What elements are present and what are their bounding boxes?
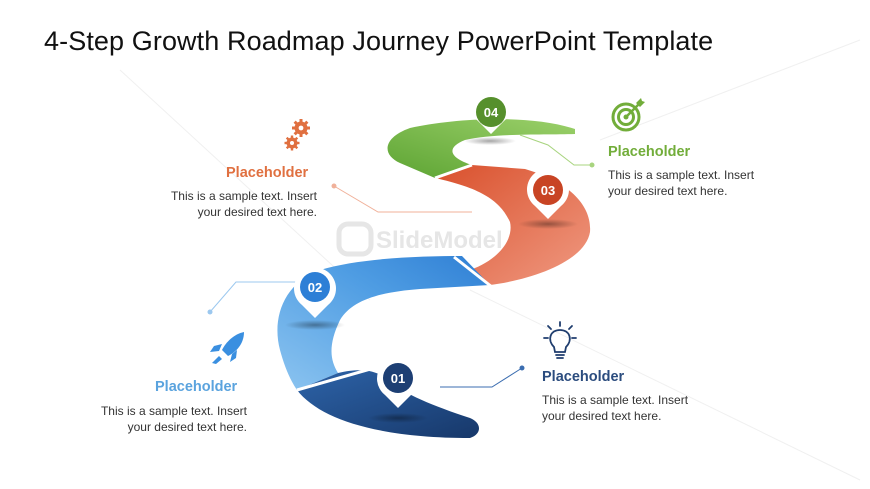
pin-number-04: 04 — [484, 105, 499, 120]
connector-dot-3 — [331, 183, 337, 189]
step-2-text-line-2: your desired text here. — [127, 420, 247, 434]
connector-3 — [333, 185, 472, 213]
svg-text:SlideModel: SlideModel — [376, 227, 503, 254]
step-1-heading: Placeholder — [542, 369, 625, 385]
pin-02: 02 — [294, 267, 336, 318]
pin-shadow-4 — [464, 137, 516, 145]
step-3-text: This is a sample text. Insert your desir… — [171, 188, 317, 220]
rocket-icon — [210, 332, 244, 364]
connector-2 — [209, 281, 300, 313]
step-2-text-line-1: This is a sample text. Insert — [100, 404, 247, 418]
pin-number-01: 01 — [391, 371, 405, 386]
pin-shadow-3 — [518, 219, 578, 229]
pin-shadow-2 — [285, 320, 345, 330]
pin-04: 04 — [470, 83, 512, 134]
road-segment-4 — [387, 119, 575, 178]
slide-title: 4-Step Growth Roadmap Journey PowerPoint… — [44, 26, 714, 56]
step-1-text-line-2: your desired text here. — [542, 409, 662, 423]
lightbulb-icon — [543, 321, 577, 359]
connector-1 — [440, 367, 523, 388]
connector-dot-1 — [519, 365, 525, 371]
pin-03: 03 — [527, 168, 569, 219]
step-4-heading: Placeholder — [608, 144, 691, 160]
connector-dot-4 — [589, 162, 595, 168]
watermark-logo: SlideModel — [336, 221, 503, 257]
pin-number-02: 02 — [308, 280, 322, 295]
step-1-text-line-1: This is a sample text. Insert — [542, 393, 689, 407]
gears-icon — [284, 119, 310, 151]
step-3-text-line-2: your desired text here. — [197, 205, 317, 219]
connector-4 — [519, 134, 592, 166]
connector-lines — [207, 134, 595, 388]
road-segment-1 — [297, 370, 479, 438]
target-icon — [611, 98, 645, 132]
pin-01: 01 — [376, 357, 419, 408]
step-3-heading: Placeholder — [226, 165, 309, 181]
step-1-text: This is a sample text. Insert your desir… — [542, 392, 688, 424]
segment-separators — [296, 163, 493, 392]
pin-number-03: 03 — [541, 183, 555, 198]
pin-shadow-1 — [368, 413, 428, 423]
step-4-text-line-1: This is a sample text. Insert — [608, 168, 755, 182]
background-lines — [119, 39, 861, 481]
step-4-text: This is a sample text. Insert your desir… — [608, 167, 754, 199]
step-2-heading: Placeholder — [155, 379, 238, 395]
step-3-text-line-1: This is a sample text. Insert — [170, 189, 317, 203]
step-4-text-line-2: your desired text here. — [608, 184, 728, 198]
step-2-text: This is a sample text. Insert your desir… — [101, 403, 247, 435]
connector-dot-2 — [207, 309, 213, 315]
